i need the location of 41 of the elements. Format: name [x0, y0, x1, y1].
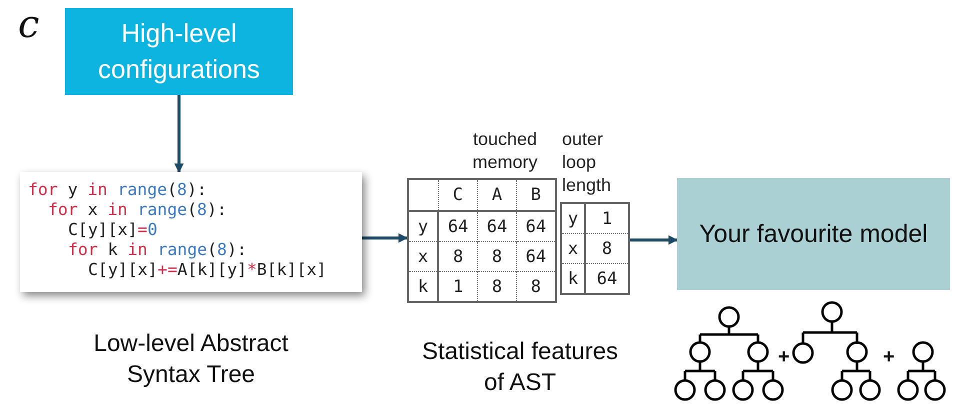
panel-letter: c	[18, 2, 40, 46]
table-cell: 64	[584, 264, 629, 294]
table-cell: k	[408, 272, 438, 302]
table-cell: 8	[478, 242, 516, 272]
table-cell: 64	[478, 211, 516, 242]
table-cell: 64	[438, 211, 478, 242]
table-cell: 8	[478, 272, 516, 302]
table-cell: 8	[438, 242, 478, 272]
table-cell: A	[478, 179, 516, 211]
table-cell: B	[516, 179, 556, 211]
code-line: C[y][x]+=A[k][y]*B[k][x]	[88, 260, 326, 280]
node-label: Low-level Abstract Syntax Tree	[92, 329, 290, 390]
box-label: Your favourite model	[699, 220, 928, 248]
arrow	[174, 95, 184, 173]
table-cell: 8	[584, 234, 629, 264]
model-box	[677, 178, 950, 290]
code-line: for k in range(8):	[68, 240, 247, 260]
code-line: for y in range(8):	[28, 180, 207, 200]
table-cell: k	[561, 264, 585, 294]
process-box	[65, 8, 293, 95]
table-cell: y	[408, 211, 438, 242]
table-cell: 8	[516, 272, 556, 302]
code-line: C[y][x]=0	[68, 220, 158, 240]
table-cell: C	[438, 179, 478, 211]
table-cell: x	[408, 242, 438, 272]
caption: Statistical features of AST	[420, 337, 620, 398]
table-cell: 1	[438, 272, 478, 302]
table-cell: 64	[516, 211, 556, 242]
arrow	[362, 233, 408, 243]
code-line: for x in range(8):	[48, 200, 227, 220]
table-cell: y	[561, 203, 585, 234]
table-cell: x	[561, 234, 585, 264]
column-heading: touched memory	[471, 128, 538, 174]
plus-sign: +	[883, 346, 895, 369]
box-label: High-level configurations	[97, 17, 261, 86]
code-panel	[20, 172, 362, 292]
table-cell: 1	[584, 203, 629, 234]
column-heading: outer loop length	[562, 128, 612, 197]
plus-sign: +	[778, 346, 790, 369]
arrow	[630, 235, 678, 245]
table-cell: 64	[516, 242, 556, 272]
